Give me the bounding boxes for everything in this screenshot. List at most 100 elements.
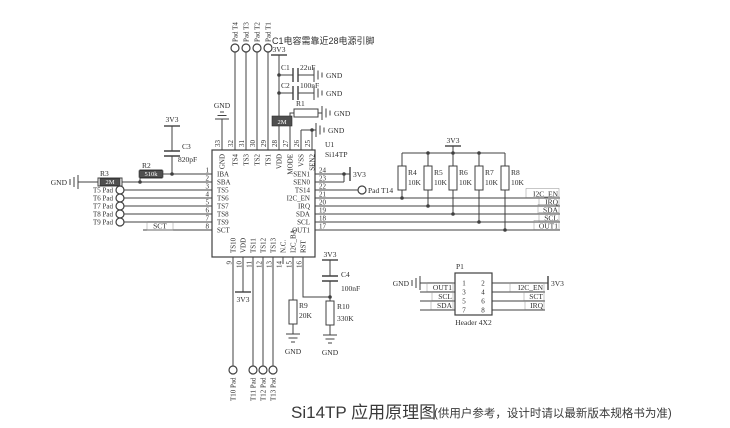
pin-name: SEN0 (293, 179, 310, 187)
c3-value: 820pF (178, 155, 197, 164)
r4-body (397, 165, 407, 191)
r10-ref: R10 (337, 302, 350, 311)
pin-name: SDA (296, 211, 310, 219)
pin16-wire (302, 257, 330, 298)
pin-name: I2C_BA (290, 229, 298, 253)
pad-t10 (228, 365, 238, 375)
netlabel-irq: IRQ (545, 198, 559, 207)
r1-body (293, 108, 319, 118)
pin-name: TS12 (260, 237, 268, 253)
netlabel-scl: SCL (544, 214, 558, 223)
r1-gnd-label: GND (334, 109, 351, 118)
r1-gnd (318, 106, 331, 120)
header-net-out1: OUT1 (433, 283, 452, 292)
netlabel-box (533, 220, 560, 230)
pad-t8-label: T8 Pad (93, 211, 114, 219)
header-net-sda: SDA (437, 301, 453, 310)
pin-num: 11 (246, 261, 254, 268)
pad-t11-label: T11 Pad (250, 377, 258, 401)
header-net-i2c-en: I2C_EN (518, 283, 544, 292)
pad-t13 (268, 365, 278, 375)
pad-t14-label: Pad T14 (368, 186, 393, 195)
pin-num: 14 (276, 261, 284, 269)
pin-name: TS7 (217, 203, 229, 211)
netlabel-box (524, 300, 545, 310)
header-type: Header 4X2 (455, 318, 492, 327)
pad-t7-label: T7 Pad (93, 203, 114, 211)
header-left-wires (420, 291, 455, 311)
vss-gnd-label: GND (328, 126, 345, 135)
pin-num: 19 (319, 207, 327, 215)
r2-ref: R2 (142, 161, 151, 170)
c4-plates (322, 275, 338, 282)
junction (503, 228, 507, 232)
r9-gnd (286, 324, 300, 343)
c1-plates (292, 68, 299, 82)
junction (342, 172, 346, 176)
pad-t6 (115, 193, 125, 203)
pad-t9-label: T9 Pad (93, 219, 114, 227)
pin-name: VDD (276, 154, 284, 169)
r7-value: 10K (485, 178, 499, 187)
sct-netlabel: SCT (153, 222, 167, 231)
r3-value: 2M (105, 179, 114, 186)
pin-num: 1 (206, 167, 210, 175)
pad-t5 (115, 185, 125, 195)
c1-gnd-label: GND (326, 71, 343, 80)
r7-ref: R7 (485, 168, 494, 177)
header-gnd-label: GND (393, 279, 410, 288)
vss-sen2-gnd (300, 123, 325, 150)
layout-note: C1电容需靠近28电源引脚 (272, 35, 375, 46)
r5-body (423, 165, 433, 191)
pin-num: 3 (206, 183, 210, 191)
pin-num: 22 (319, 183, 327, 191)
pin-name: TS10 (230, 237, 238, 253)
r10-body (325, 300, 335, 326)
pin-name: TS4 (232, 154, 240, 166)
pad-t3-label: Pad T3 (243, 22, 251, 42)
netlabel-box (525, 188, 560, 198)
pin-num: 33 (214, 140, 222, 148)
header-pin: 7 (462, 307, 466, 315)
gnd33-label: GND (214, 101, 231, 110)
c1-value: 22uF (300, 63, 315, 72)
bus-wires (315, 197, 560, 231)
header-ref: P1 (456, 262, 464, 271)
c2-plates (292, 86, 299, 100)
r6-body (448, 165, 458, 191)
pin-num: 16 (296, 261, 304, 269)
netlabel-out1: OUT1 (539, 222, 558, 231)
pin-name: SBA (217, 179, 231, 187)
r3-gnd-symbol (69, 175, 98, 189)
pin-name: VSS (298, 154, 306, 167)
r1-value-highlight (271, 115, 293, 127)
sct-netlabel-box (146, 221, 174, 231)
junction (400, 196, 404, 200)
header-body (454, 272, 493, 316)
pad-t14 (357, 185, 367, 195)
pin-num: 5 (206, 199, 210, 207)
r7-body (474, 165, 484, 191)
c2-gnd-label: GND (326, 89, 343, 98)
right-section: 3V3 Pad T14 I2C_EN IRQ SDA SCL OUT1 3V3 … (315, 136, 560, 232)
c4-ref: C4 (341, 270, 350, 279)
r10-gnd-label: GND (322, 348, 339, 357)
pad-t4 (230, 43, 240, 53)
gnd33-symbol (215, 111, 229, 150)
pin-num: 18 (319, 215, 327, 223)
pad-wires-bottom (232, 257, 274, 366)
pin-name: TS8 (217, 211, 229, 219)
netlabel-i2c-en: I2C_EN (533, 190, 559, 199)
pad-t6-label: T6 Pad (93, 195, 114, 203)
pad-t4-label: Pad T4 (232, 22, 240, 42)
pad-t1 (263, 43, 273, 53)
netlabel-box (430, 300, 454, 310)
pad-t2-label: Pad T2 (254, 22, 262, 42)
netlabel-box (538, 212, 560, 222)
header-gnd-symbol (411, 276, 455, 290)
v33-top-label: 3V3 (273, 45, 286, 54)
pin-num: 7 (206, 215, 210, 223)
pad-wires-top (234, 52, 269, 150)
c1-ref: C1 (281, 63, 290, 72)
pin-num: 12 (256, 261, 264, 269)
